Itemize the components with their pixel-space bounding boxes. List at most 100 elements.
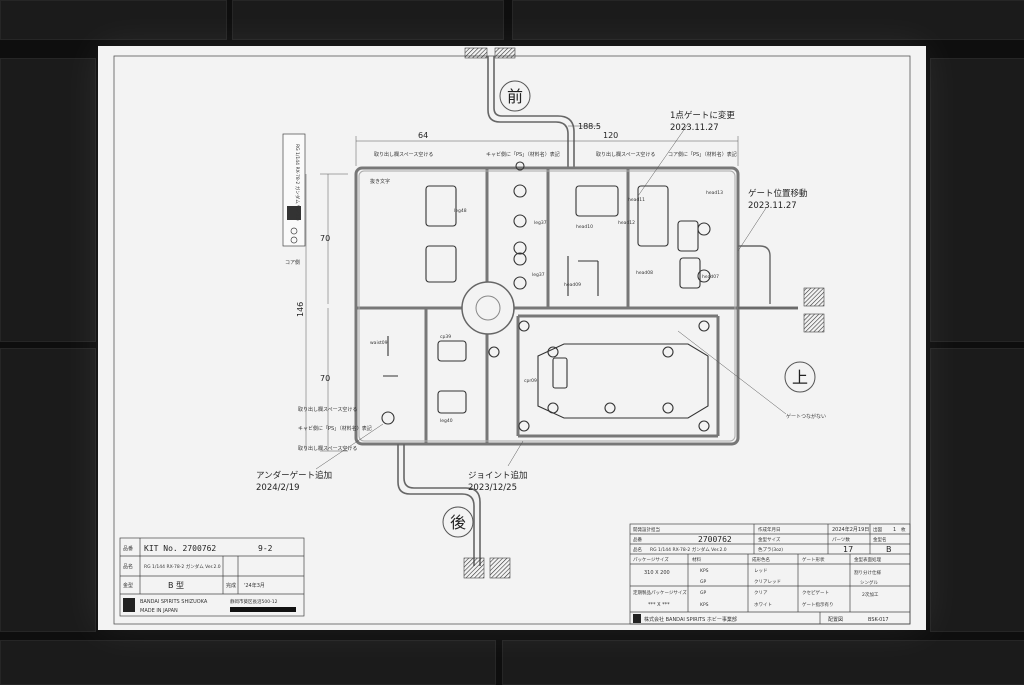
gate-feed-bottom [397, 444, 481, 566]
space-label-top-left: 取り出し欄スペース空ける [374, 151, 433, 158]
tb-gate-shape: クセピゲート [802, 589, 829, 596]
part-head09: head09 [564, 282, 581, 288]
front-marker-circle [499, 80, 531, 112]
note-gate-change-date: 2023.11.27 [670, 123, 719, 133]
tb-assign2: 2次加工 [862, 591, 879, 598]
tb-hinban: 2700762 [698, 535, 732, 544]
kit-no-label: 品番 [123, 545, 133, 552]
part-leg48: leg48 [454, 208, 467, 214]
gate-hatch-bottom-2 [489, 557, 511, 579]
gate-hatch-bottom [463, 557, 485, 579]
dim-64: 64 [418, 131, 428, 140]
kit-suffix: 9-2 [258, 544, 273, 553]
part-head11: head11 [628, 197, 645, 203]
tb-mold-name-label: 金型名 [873, 536, 887, 543]
kit-barcode-strip [230, 607, 296, 612]
gate-feed-right [738, 245, 798, 309]
front-marker-label: 前 [507, 87, 523, 106]
tb-mold-name: B [886, 545, 892, 554]
runner-frame-inner [358, 170, 736, 442]
tb-created: 2024年2月19日 [832, 526, 869, 533]
tb-name-label: 品名 [633, 546, 642, 553]
note-leaders [315, 123, 787, 470]
part-cpr09: cpr09 [524, 378, 537, 384]
part-leg40: leg40 [440, 418, 453, 424]
tb-header: 開発設計担当 [633, 526, 660, 533]
kit-mold: B 型 [168, 581, 184, 590]
tb-drawing-no: BSK-017 [868, 617, 889, 623]
tb-gate-header: ゲート形状 [802, 556, 825, 563]
part-head10: head10 [576, 224, 593, 230]
tb-pkg-size2: *** X *** [648, 602, 670, 608]
tb-pkg-size: 310 X 200 [644, 570, 670, 576]
gate-feed-top [487, 56, 575, 168]
kit-name-label: 品名 [123, 563, 133, 570]
tb-logo [633, 614, 641, 623]
runner-plate-mark-2 [290, 236, 298, 244]
top-marker-label: 上 [792, 368, 808, 387]
kit-done-label: 完成 [226, 582, 236, 589]
kit-no: KIT No. 2700762 [144, 544, 216, 553]
runner-frame [354, 166, 798, 446]
dim-188: 188.5 [578, 122, 601, 131]
part-head12: head12 [618, 220, 635, 226]
tb-created-label: 作成年月日 [758, 526, 781, 533]
part-leg37: leg37 [534, 220, 547, 226]
background-drawing-top-left [0, 0, 227, 40]
tb-drawing-type: 配置図 [828, 617, 843, 623]
runner-plate-mark-1 [290, 227, 298, 235]
note-joint-date: 2023/12/25 [468, 483, 517, 493]
kit-address: 静岡市葵区長沼500-12 [230, 598, 278, 605]
space-label-top-mid: キャビ側に「PS」（材料名）表記 [486, 151, 560, 158]
part-waist09: waist09 [370, 340, 388, 346]
note-under-gate: アンダーゲート追加 [256, 470, 332, 481]
space-label-cut-text: 抜き文字 [370, 178, 390, 185]
part-head07: head07 [702, 274, 719, 280]
tb-parts-label: パーツ数 [832, 536, 850, 543]
runner-layout-drawing: 前 後 上 188.5 64 120 70 146 70 RG 1/144 RX… [113, 47, 911, 625]
tb-issue: 1 [893, 527, 896, 533]
background-drawing-left-lower [0, 348, 96, 632]
tb-mat-3: GP [700, 590, 706, 596]
dim-70-upper: 70 [320, 234, 330, 243]
note-under-gate-date: 2024/2/19 [256, 483, 300, 493]
tb-surface-header: 金型表面処理 [854, 556, 881, 563]
tb-mat-header: 材料 [692, 556, 701, 563]
central-gate-hub [461, 281, 515, 335]
space-label-left2: キャビ側に「PS」（材料名）表記 [298, 425, 372, 432]
parts-group [381, 161, 711, 432]
runner-plate-text: RG 1/144 RX-78-2 ガンダム Ver.2.0 [294, 144, 301, 221]
tb-color-3: クリア [754, 590, 768, 596]
core-side-label: コア側 [285, 259, 300, 266]
kit-logo [123, 598, 135, 612]
tb-company: 株式会社 BANDAI SPIRITS ホビー事業部 [644, 616, 737, 623]
space-label-top-mid2: 取り出し欄スペース空ける [596, 151, 655, 158]
runner-plate-logo [287, 206, 301, 220]
part-cp39: cp39 [440, 334, 451, 340]
tb-mat-1: KPS [700, 568, 709, 574]
tb-color-note: 色プラ(3oz) [758, 546, 783, 553]
kit-made-in: MADE IN JAPAN [140, 608, 178, 614]
tb-color-header: 成形色名 [752, 556, 770, 563]
space-label-top-right: コア側に「PS」（材料名）表記 [668, 151, 737, 158]
tb-mat-4: KPS [700, 602, 709, 608]
kit-done: '24年3月 [244, 582, 265, 589]
dim-70-lower: 70 [320, 374, 330, 383]
note-gate-move: ゲート位置移動 [748, 188, 808, 199]
tb-color-1: レッド [754, 569, 768, 574]
kit-info-box [119, 537, 305, 617]
part-head13: head13 [706, 190, 723, 196]
background-drawing-right-lower [930, 348, 1024, 632]
note-gate-change: 1点ゲートに変更 [670, 110, 735, 121]
dimension-lines [305, 125, 739, 452]
space-label-left3: 取り出し欄スペース空ける [298, 445, 357, 452]
tb-gate-note: ゲート指示有り [802, 601, 834, 608]
gate-hatch-top [464, 47, 488, 59]
tb-color-4: ホワイト [754, 602, 772, 608]
part-labels: leg48 leg37 head11 head12 head13 head10 … [370, 190, 723, 424]
tb-assign: シングル [860, 579, 878, 586]
central-gate-hub-inner [475, 295, 501, 321]
background-drawing-top-mid [232, 0, 504, 40]
note-joint: ジョイント追加 [468, 470, 528, 481]
tb-assign-header: 割り分け仕様 [854, 569, 881, 576]
